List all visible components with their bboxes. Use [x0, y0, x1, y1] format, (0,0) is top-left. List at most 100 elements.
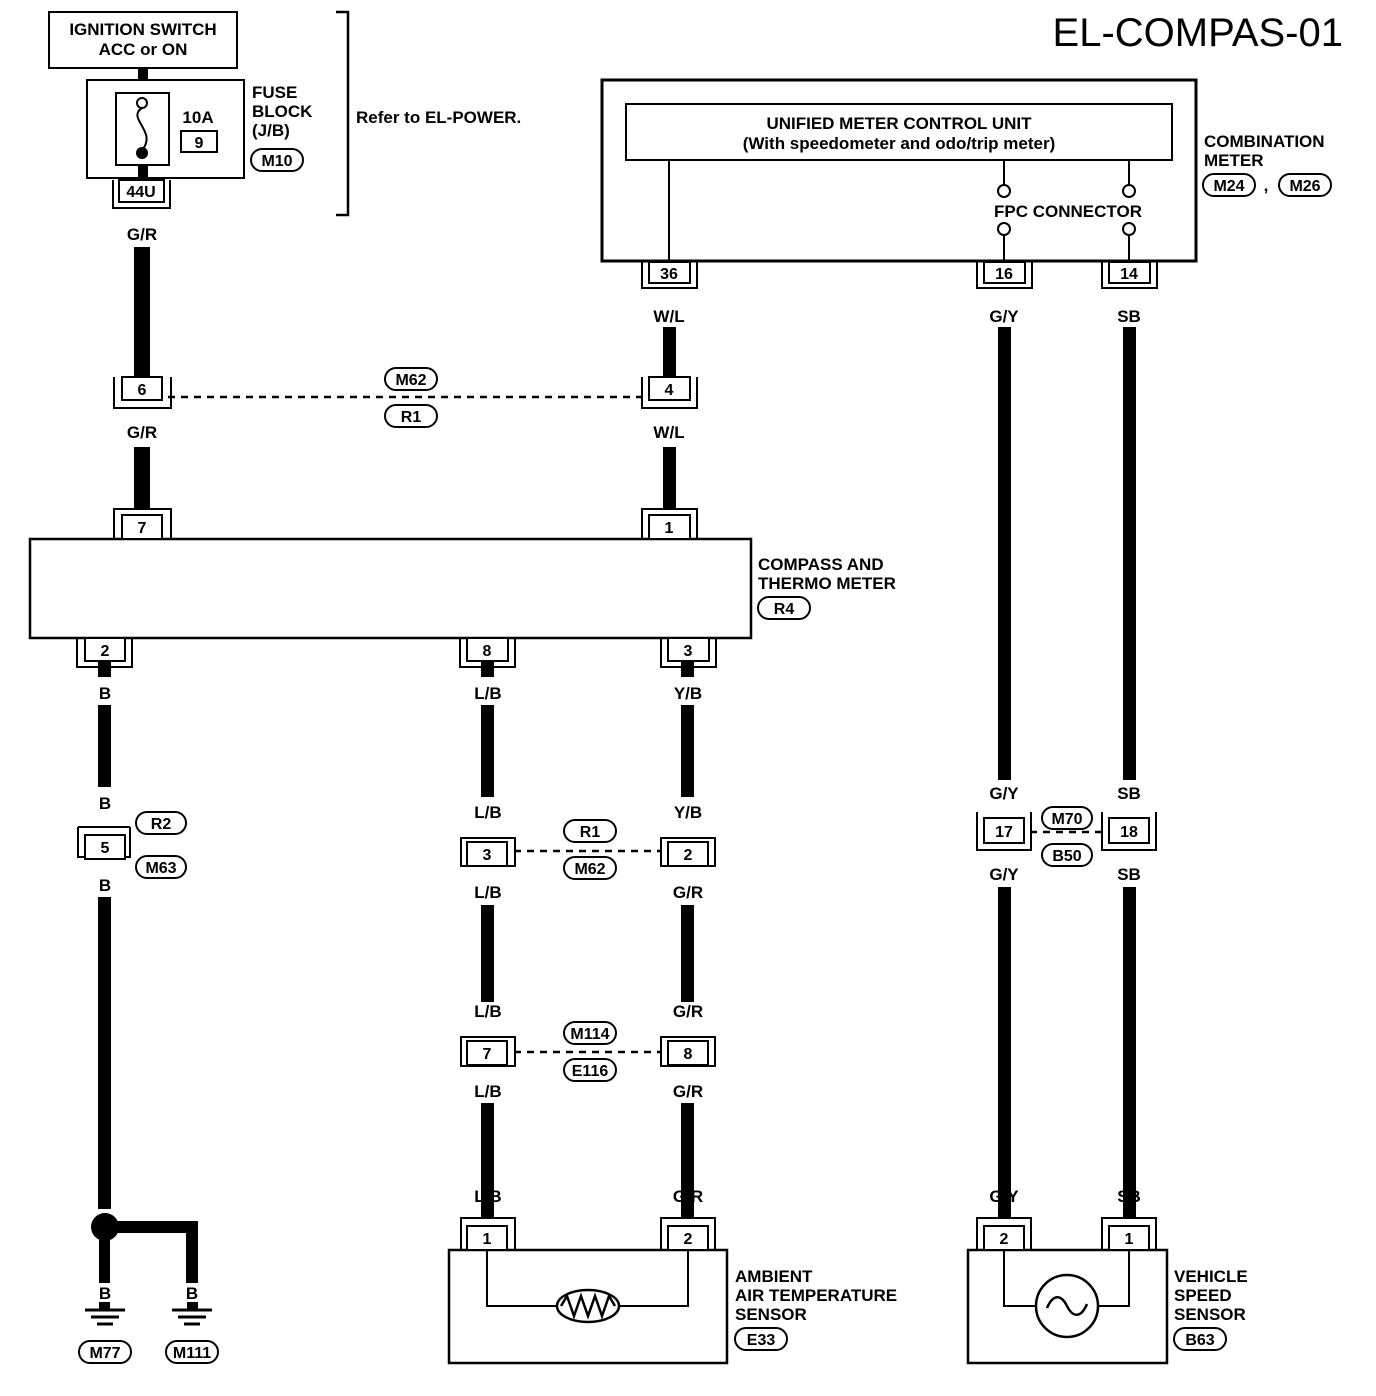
combination-meter: UNIFIED METER CONTROL UNIT (With speedom…: [600, 78, 1332, 263]
svg-text:B: B: [99, 684, 111, 703]
svg-text:36: 36: [660, 266, 678, 283]
svg-text:M114: M114: [570, 1026, 609, 1043]
svg-text:7: 7: [483, 1046, 492, 1063]
thermistor-icon: [555, 1288, 621, 1324]
joint-connector-r1-m62: 3 2 R1 M62: [460, 819, 716, 880]
svg-text:E116: E116: [572, 1063, 609, 1080]
power-reference-note: Refer to EL-POWER.: [356, 108, 521, 127]
svg-text:8: 8: [483, 643, 492, 660]
svg-text:VEHICLE: VEHICLE: [1174, 1267, 1248, 1286]
svg-text:AMBIENT: AMBIENT: [735, 1267, 813, 1286]
svg-text:M77: M77: [89, 1345, 120, 1362]
svg-text:G/Y: G/Y: [989, 784, 1019, 803]
svg-text:Y/B: Y/B: [674, 684, 702, 703]
svg-text:G/R: G/R: [127, 225, 157, 244]
svg-text:SB: SB: [1117, 784, 1141, 803]
ambient-air-temperature-sensor: 1 2 AMBIENT AIR TEMPERATURE SENSOR E33: [447, 1217, 897, 1365]
joint-connector-m114-e116: 7 8 M114 E116: [460, 1021, 716, 1082]
svg-text:10A: 10A: [182, 108, 213, 127]
svg-text:B: B: [99, 1284, 111, 1303]
svg-text:6: 6: [138, 382, 147, 399]
svg-text:L/B: L/B: [474, 803, 501, 822]
svg-text:(J/B): (J/B): [252, 121, 290, 140]
svg-text:M10: M10: [261, 153, 292, 170]
fuse-icon: [136, 97, 148, 159]
svg-text:16: 16: [995, 266, 1013, 283]
svg-text:L/B: L/B: [474, 1002, 501, 1021]
svg-text:2: 2: [684, 1231, 693, 1248]
svg-text:FPC CONNECTOR: FPC CONNECTOR: [994, 202, 1142, 221]
svg-text:FUSE: FUSE: [252, 83, 297, 102]
svg-text:R2: R2: [151, 816, 172, 833]
svg-text:2: 2: [1000, 1231, 1009, 1248]
svg-text:B50: B50: [1052, 848, 1081, 865]
svg-text:G/Y: G/Y: [989, 865, 1019, 884]
svg-text:W/L: W/L: [653, 423, 684, 442]
svg-text:M62: M62: [574, 861, 605, 878]
svg-text:G/R: G/R: [673, 1002, 703, 1021]
svg-text:1: 1: [1125, 1231, 1134, 1248]
ground-m111: M111: [165, 1302, 219, 1364]
svg-text:18: 18: [1120, 824, 1138, 841]
svg-text:G/R: G/R: [127, 423, 157, 442]
meter-pin-14: 14: [1101, 261, 1158, 289]
ac-signal-icon: [1034, 1273, 1100, 1339]
svg-text:UNIFIED METER CONTROL UNIT: UNIFIED METER CONTROL UNIT: [766, 114, 1032, 133]
svg-text:G/R: G/R: [673, 1082, 703, 1101]
svg-text:B: B: [186, 1284, 198, 1303]
svg-text:R1: R1: [580, 824, 601, 841]
svg-text:L/B: L/B: [474, 684, 501, 703]
ground-splice: [91, 1213, 119, 1241]
svg-text:Y/B: Y/B: [674, 803, 702, 822]
svg-text:17: 17: [995, 824, 1013, 841]
svg-text:44U: 44U: [126, 184, 155, 201]
joint-connector-m62-r1: 6 4 M62 R1: [113, 367, 698, 428]
joint-connector-m70-b50: 17 18 M70 B50: [976, 806, 1157, 867]
svg-text:,: ,: [1264, 176, 1269, 195]
svg-text:SB: SB: [1117, 307, 1141, 326]
svg-text:SPEED: SPEED: [1174, 1286, 1232, 1305]
svg-text:M111: M111: [173, 1345, 211, 1362]
svg-text:(With speedometer and odo/trip: (With speedometer and odo/trip meter): [743, 134, 1055, 153]
svg-text:B: B: [99, 876, 111, 895]
svg-text:B: B: [99, 794, 111, 813]
svg-text:R4: R4: [774, 601, 795, 618]
svg-text:8: 8: [684, 1046, 693, 1063]
svg-text:M24: M24: [1213, 178, 1244, 195]
terminal-44u: 44U: [112, 179, 171, 209]
svg-text:THERMO METER: THERMO METER: [758, 574, 896, 593]
svg-text:SENSOR: SENSOR: [1174, 1305, 1246, 1324]
svg-text:7: 7: [138, 520, 147, 537]
svg-text:1: 1: [483, 1231, 492, 1248]
svg-text:METER: METER: [1204, 151, 1264, 170]
svg-text:4: 4: [665, 382, 674, 399]
svg-text:G/Y: G/Y: [989, 307, 1019, 326]
svg-text:ACC or ON: ACC or ON: [99, 40, 188, 59]
svg-text:2: 2: [101, 643, 110, 660]
svg-text:W/L: W/L: [653, 307, 684, 326]
ground-icon: [172, 1308, 212, 1326]
svg-text:SENSOR: SENSOR: [735, 1305, 807, 1324]
svg-text:1: 1: [665, 520, 674, 537]
wire-labels: G/R G/R W/L W/L G/Y SB G/Y SB G/Y SB G/Y…: [99, 225, 1141, 1303]
svg-text:R1: R1: [401, 409, 422, 426]
svg-text:L/B: L/B: [474, 1082, 501, 1101]
fuse-block: 10A 9 FUSE BLOCK (J/B) M10: [86, 79, 313, 179]
svg-text:COMPASS AND: COMPASS AND: [758, 555, 884, 574]
svg-text:L/B: L/B: [474, 883, 501, 902]
svg-text:COMBINATION: COMBINATION: [1204, 132, 1325, 151]
svg-text:9: 9: [195, 135, 204, 152]
joint-connector-r2-m63: 5 R2 M63: [77, 811, 187, 879]
svg-text:M63: M63: [145, 860, 176, 877]
vehicle-speed-sensor: 2 1 VEHICLE SPEED SENSOR B63: [966, 1217, 1248, 1365]
svg-text:2: 2: [684, 847, 693, 864]
svg-text:M62: M62: [395, 372, 426, 389]
svg-text:3: 3: [483, 847, 492, 864]
svg-text:SB: SB: [1117, 865, 1141, 884]
ignition-switch: IGNITION SWITCH ACC or ON: [48, 11, 238, 69]
svg-text:M26: M26: [1289, 178, 1320, 195]
ground-icon: [85, 1308, 125, 1326]
svg-text:M70: M70: [1051, 811, 1082, 828]
svg-text:14: 14: [1120, 266, 1138, 283]
page-id: EL-COMPAS-01: [1053, 11, 1343, 55]
